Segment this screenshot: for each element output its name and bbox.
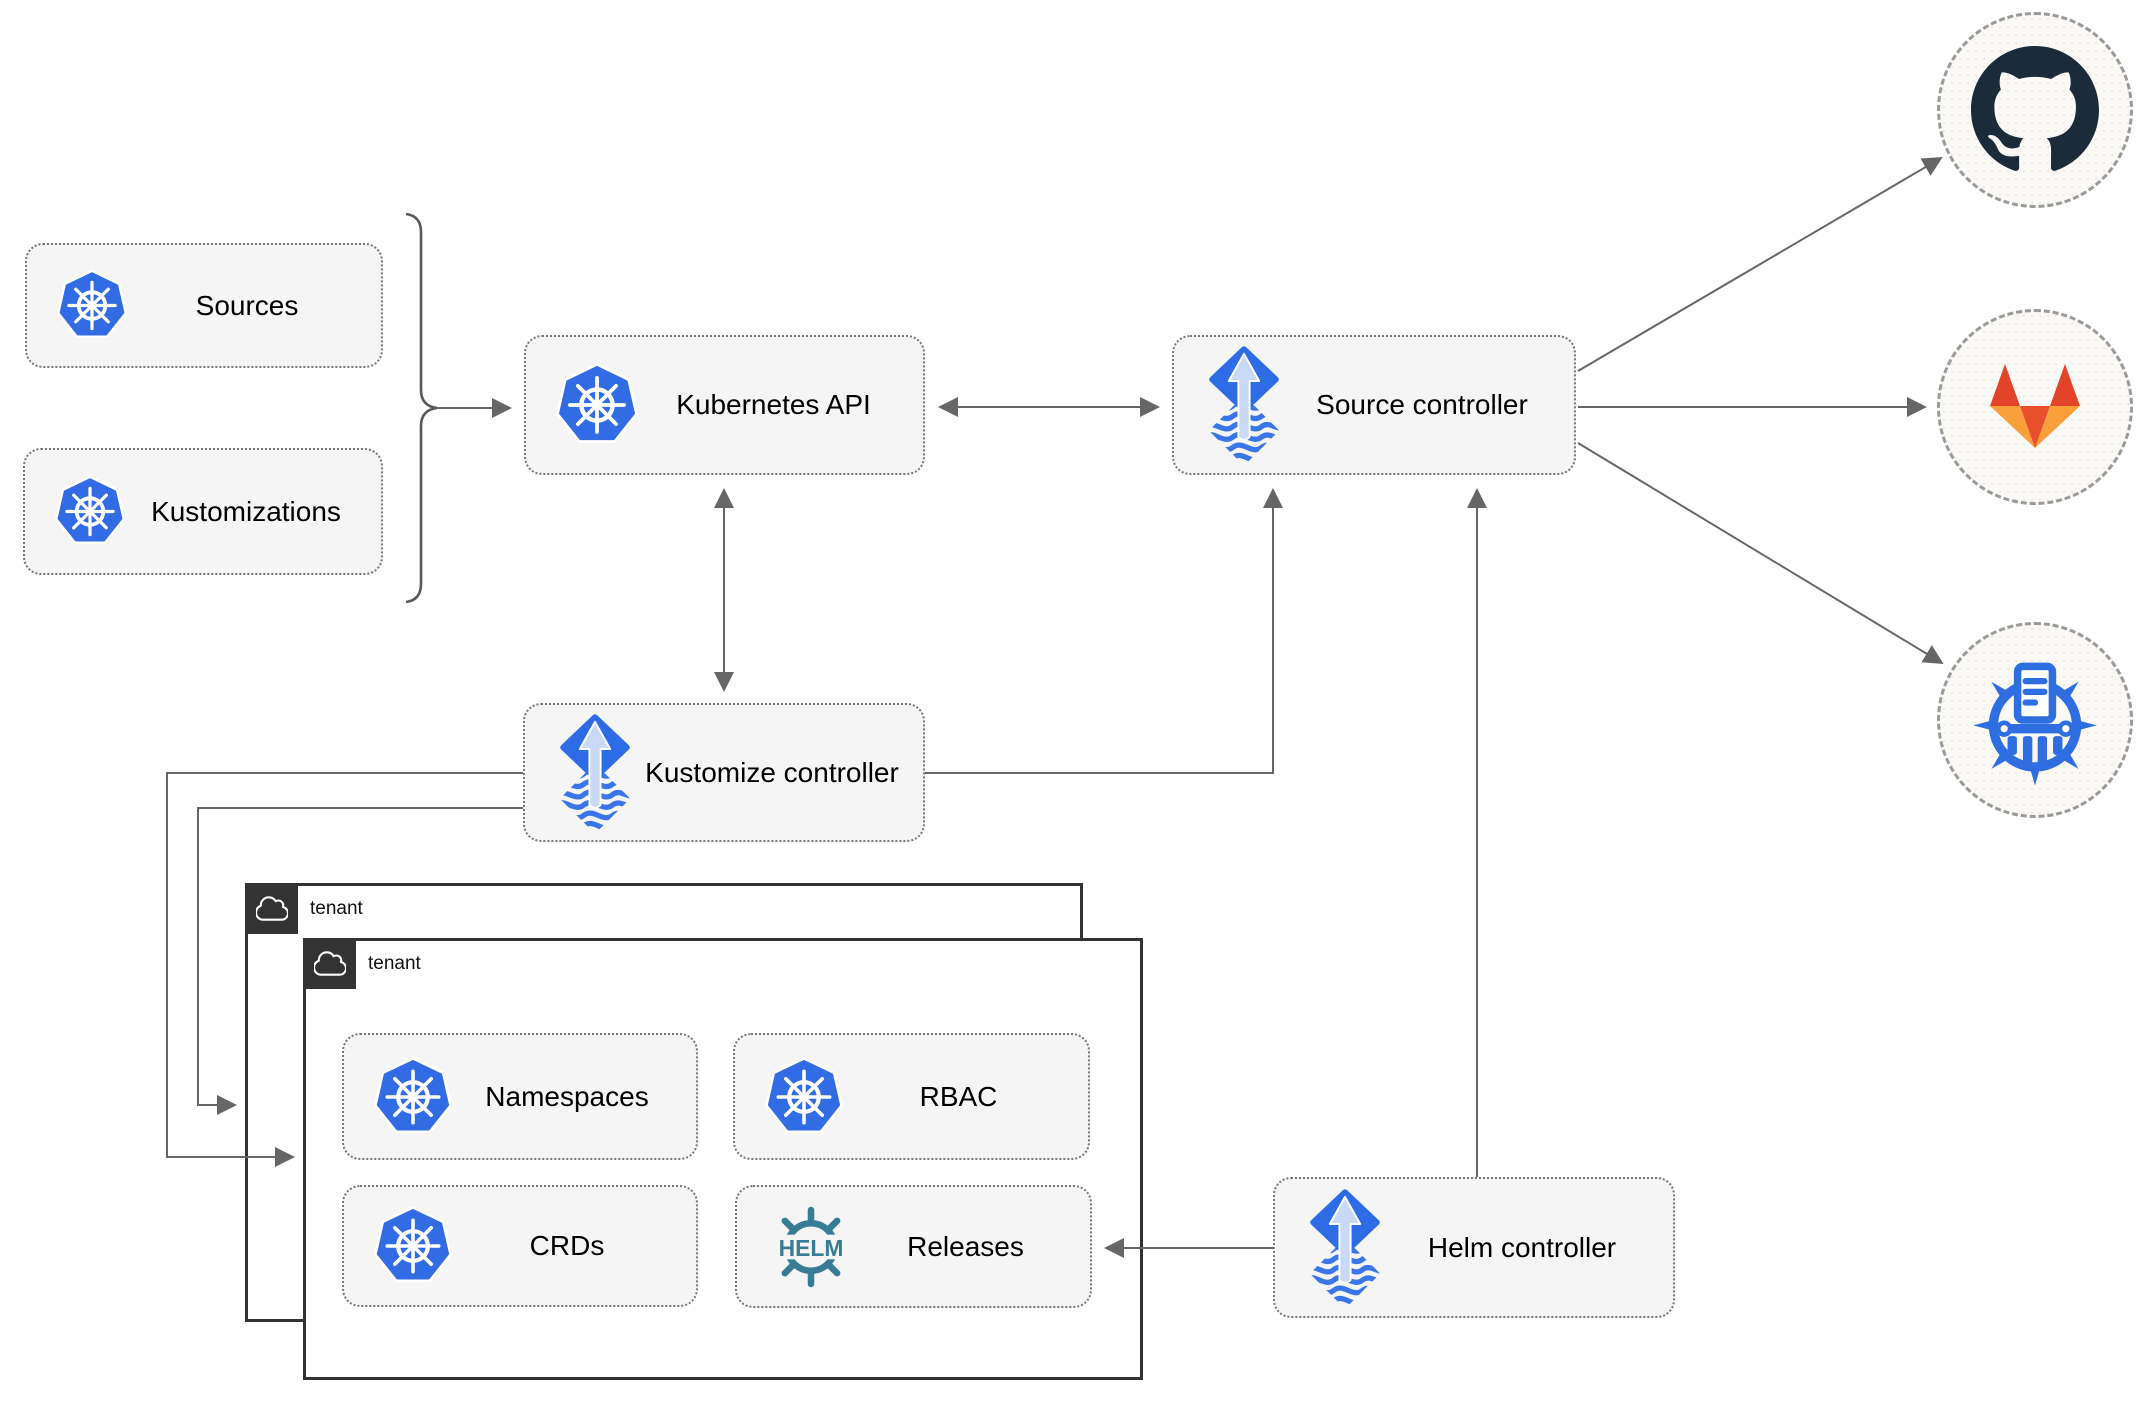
edge-source-controller-helm-repository bbox=[1577, 442, 1944, 665]
node-label: Sources bbox=[195, 289, 299, 321]
kubernetes-icon bbox=[57, 269, 127, 342]
flux-icon bbox=[555, 712, 635, 834]
helm-icon: HELM bbox=[767, 1201, 855, 1293]
node-crds: CRDs bbox=[342, 1185, 698, 1307]
node-label: Kustomize controller bbox=[645, 756, 899, 788]
node-label: Releases bbox=[907, 1230, 1024, 1262]
edge-source-controller-github bbox=[1577, 156, 1943, 372]
gitlab-icon bbox=[1985, 360, 2085, 454]
kubernetes-icon bbox=[556, 362, 638, 448]
tenant-label: tenant bbox=[368, 953, 421, 974]
node-helm-controller: Helm controller bbox=[1273, 1177, 1675, 1318]
kubernetes-icon bbox=[55, 475, 125, 548]
edge-brace-sources-group bbox=[405, 212, 438, 604]
flux-icon bbox=[1305, 1187, 1385, 1309]
node-kustomize-controller: Kustomize controller bbox=[523, 703, 925, 842]
node-label: CRDs bbox=[529, 1230, 605, 1262]
node-label: Helm controller bbox=[1427, 1231, 1617, 1263]
helm-logo-text: HELM bbox=[779, 1234, 844, 1260]
endpoint-gitlab bbox=[1937, 309, 2133, 505]
node-label: Kubernetes API bbox=[676, 389, 871, 421]
edge-kustomize-controller-source-controller bbox=[925, 488, 1283, 774]
node-label: Namespaces bbox=[485, 1080, 649, 1112]
flux-icon bbox=[1204, 344, 1284, 466]
cloud-icon bbox=[314, 950, 346, 977]
node-sources: Sources bbox=[25, 243, 383, 368]
node-label: Source controller bbox=[1316, 389, 1528, 421]
helm-repository-icon bbox=[1968, 653, 2102, 787]
kubernetes-icon bbox=[374, 1056, 452, 1138]
node-label: RBAC bbox=[919, 1080, 998, 1112]
github-icon bbox=[1971, 46, 2099, 174]
endpoint-helm-repository bbox=[1937, 622, 2133, 818]
tenant-label: tenant bbox=[310, 898, 363, 919]
cloud-icon bbox=[256, 895, 288, 922]
kubernetes-icon bbox=[765, 1056, 843, 1138]
node-kustomizations: Kustomizations bbox=[23, 448, 383, 575]
node-namespaces: Namespaces bbox=[342, 1033, 698, 1160]
node-label: Kustomizations bbox=[151, 495, 341, 527]
node-kubernetes-api: Kubernetes API bbox=[524, 335, 925, 475]
node-releases: HELM Releases bbox=[735, 1185, 1092, 1308]
kubernetes-icon bbox=[374, 1205, 452, 1287]
tenant-badge bbox=[303, 938, 356, 989]
node-rbac: RBAC bbox=[733, 1033, 1090, 1160]
endpoint-github bbox=[1937, 12, 2133, 208]
tenant-badge bbox=[245, 883, 298, 934]
node-source-controller: Source controller bbox=[1172, 335, 1576, 475]
